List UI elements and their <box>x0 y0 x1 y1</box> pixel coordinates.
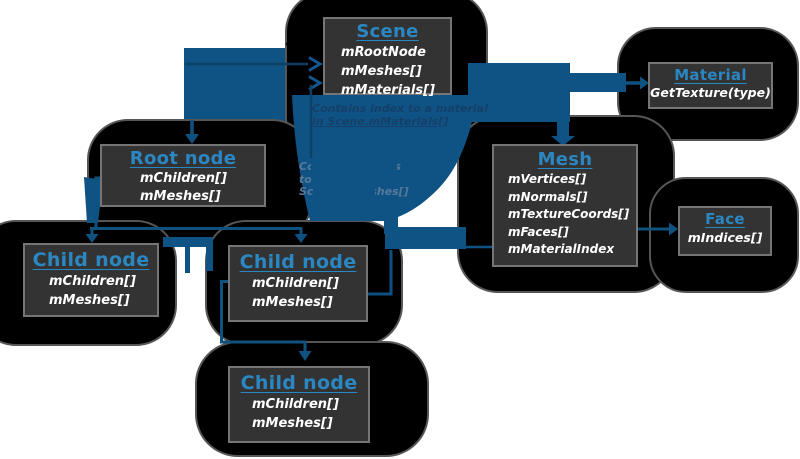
root-node-box: Root node mChildren[] mMeshes[] <box>100 144 266 207</box>
blue-occluder <box>311 158 397 185</box>
child-node-field: mMeshes[] <box>49 292 130 308</box>
tree-root-to-children <box>85 176 308 243</box>
blue-connector-right <box>468 63 626 122</box>
scene-title: Scene <box>356 21 419 42</box>
scene-field: mMaterials[] <box>341 83 436 98</box>
child-node-field: mChildren[] <box>252 397 339 412</box>
line-childmeshes-to-scene <box>368 250 393 296</box>
annotation-line: Contains index to a material <box>312 102 488 115</box>
mesh-field: mTextureCoords[] <box>508 207 630 222</box>
face-box: Face mIndices[] <box>678 206 772 256</box>
scene-field: mMeshes[] <box>341 64 422 79</box>
blue-occluder <box>313 184 375 200</box>
arrow-scene-to-rootnode <box>185 120 199 144</box>
child-node-field: mMeshes[] <box>252 294 333 310</box>
mesh-field: mMaterialIndex <box>508 242 615 257</box>
arrow-scene-to-mesh <box>551 118 575 146</box>
material-box: Material GetTexture(type) <box>648 62 773 109</box>
annotation-material-index: Contains index to a material in Scene.mM… <box>312 102 488 128</box>
annotation-line: in Scene.mMaterials[] <box>312 114 449 128</box>
material-field: GetTexture(type) <box>650 85 771 100</box>
child-node-bottom-box: Child node mChildren[] mMeshes[] <box>228 366 370 443</box>
child-node-field: mChildren[] <box>252 276 339 291</box>
stems-into-scene <box>185 62 313 158</box>
child-node-middle-box: Child node mChildren[] mMeshes[] <box>228 245 368 322</box>
arrow-scene-to-material <box>626 76 649 90</box>
mesh-box: Mesh mVertices[] mNormals[] mTextureCoor… <box>492 144 638 267</box>
child-node-title: Child node <box>32 249 150 271</box>
mesh-field: mFaces[] <box>508 224 569 239</box>
root-node-field: mChildren[] <box>140 171 227 186</box>
child-node-left-box: Child node mChildren[] mMeshes[] <box>23 243 159 317</box>
material-title: Material <box>674 66 747 84</box>
face-field: mIndices[] <box>687 230 763 245</box>
scene-field: mRootNode <box>341 45 426 60</box>
chevrons-into-scene <box>308 56 323 91</box>
child-node-field: mMeshes[] <box>252 415 333 431</box>
child-node-field: mChildren[] <box>49 274 136 289</box>
mesh-field: mVertices[] <box>508 172 587 186</box>
scene-box: Scene mRootNode mMeshes[] mMaterials[] <box>323 17 452 98</box>
child-node-title: Child node <box>240 372 358 394</box>
mesh-field: mNormals[] <box>508 189 588 204</box>
mesh-title: Mesh <box>537 149 593 170</box>
face-title: Face <box>705 210 745 228</box>
tree-child-to-child <box>220 280 312 361</box>
root-node-title: Root node <box>129 148 237 169</box>
root-node-field: mMeshes[] <box>140 189 221 204</box>
child-node-title: Child node <box>239 251 357 273</box>
